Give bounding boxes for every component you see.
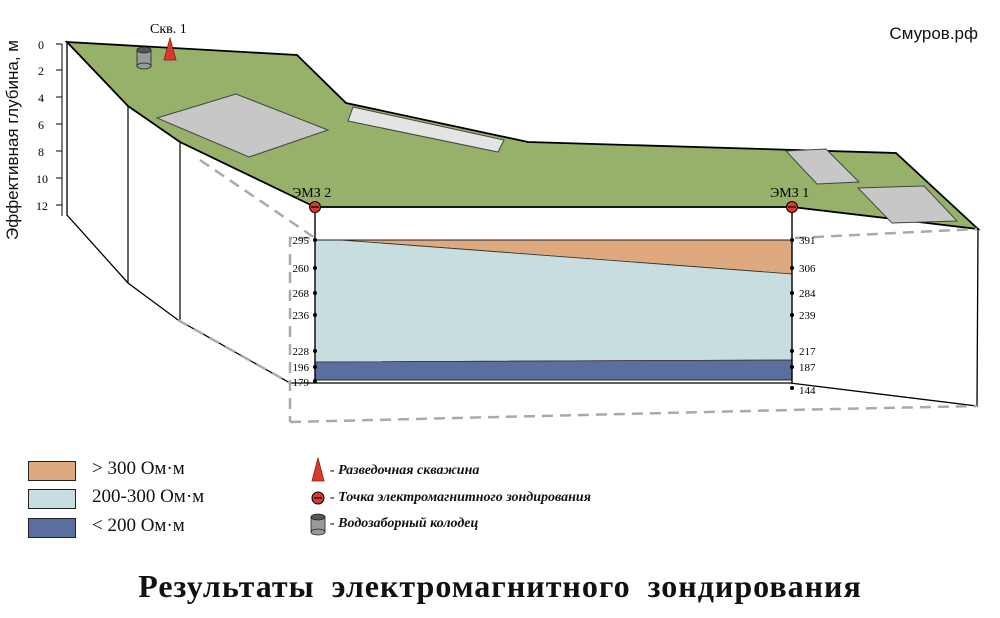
legend-label-high: > 300 Ом·м (92, 458, 185, 479)
legend-swatch-mid (28, 489, 76, 509)
building-large (155, 93, 330, 158)
left-value: 179 (293, 377, 310, 389)
left-value: 295 (293, 235, 310, 247)
depth-tick: 12 (36, 199, 48, 213)
legend-well-label: - Водозаборный колодец (330, 516, 479, 531)
legend-swatch-high (28, 461, 76, 481)
right-values: 391 306 284 239 217 187 144 (790, 235, 816, 397)
building-corner (856, 185, 959, 224)
left-value: 228 (293, 346, 310, 358)
right-value: 239 (799, 310, 816, 322)
right-value: 284 (799, 288, 816, 300)
depth-tick: 8 (38, 145, 44, 159)
right-value: 391 (799, 235, 816, 247)
projection-lines (177, 158, 978, 424)
site-watermark: Смуров.рф (889, 24, 978, 43)
layer-low (314, 359, 793, 381)
legend-borehole-label: - Разведочная скважина (330, 463, 480, 478)
building-long (347, 106, 505, 153)
left-value: 236 (293, 310, 310, 322)
depth-tick: 2 (38, 64, 44, 78)
legend-symbols (310, 456, 326, 536)
right-value: 217 (799, 346, 816, 358)
station-markers: ЭМЗ 2 ЭМЗ 1 (292, 186, 809, 213)
borehole-icon (163, 36, 177, 61)
right-value: 144 (799, 385, 816, 397)
depth-tick: 10 (36, 172, 48, 186)
well-label: Скв. 1 (150, 22, 187, 37)
legend-label-mid: 200-300 Ом·м (92, 486, 205, 507)
depth-tick: 4 (38, 91, 44, 105)
left-value: 260 (293, 263, 310, 275)
building-small (784, 148, 861, 185)
resistivity-section (314, 207, 793, 383)
depth-tick: 6 (38, 118, 44, 132)
legend-station-label: - Точка электромагнитного зондирования (330, 490, 591, 505)
right-value: 306 (799, 263, 816, 275)
well-icon (136, 46, 152, 70)
legend-label-low: < 200 Ом·м (92, 515, 185, 536)
surface-symbols: Скв. 1 (136, 22, 187, 70)
left-values: 295 260 268 236 228 196 179 (293, 235, 317, 389)
well-icon (310, 513, 326, 536)
depth-axis-title: Эффективная глубина, м (3, 40, 22, 241)
ground-surface (64, 40, 981, 231)
depth-axis: 0 2 4 6 8 10 12 (36, 38, 63, 216)
right-value: 187 (799, 362, 816, 374)
legend-swatch-low (28, 518, 76, 538)
borehole-icon (311, 456, 325, 482)
station-label-left: ЭМЗ 2 (292, 186, 331, 201)
station-label-right: ЭМЗ 1 (770, 186, 809, 201)
left-value: 196 (293, 362, 310, 374)
diagram-title: Результаты электромагнитного зондировани… (138, 568, 862, 604)
left-value: 268 (293, 288, 310, 300)
depth-tick: 0 (38, 38, 44, 52)
